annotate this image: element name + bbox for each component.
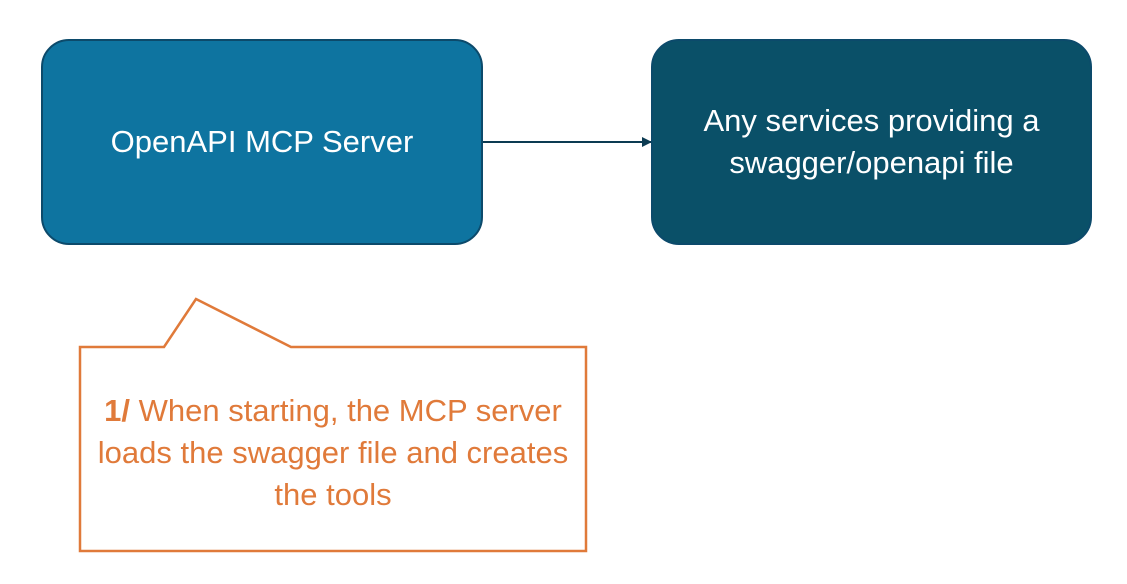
swagger-services-box: Any services providing a swagger/openapi… bbox=[651, 39, 1092, 245]
callout-step-number: 1/ bbox=[104, 393, 130, 428]
swagger-services-label-line1: Any services providing a bbox=[703, 103, 1040, 138]
callout-content: 1/ When starting, the MCP server loads t… bbox=[80, 382, 586, 516]
swagger-services-label-line2: swagger/openapi file bbox=[729, 145, 1014, 180]
callout-description: When starting, the MCP server loads the … bbox=[97, 393, 569, 512]
callout-text: 1/ When starting, the MCP server loads t… bbox=[80, 347, 586, 551]
openapi-mcp-server-label: OpenAPI MCP Server bbox=[110, 124, 414, 159]
openapi-mcp-server-box: OpenAPI MCP Server bbox=[41, 39, 483, 245]
swagger-services-label: Any services providing a swagger/openapi… bbox=[690, 100, 1054, 184]
callout-shape bbox=[78, 297, 588, 553]
